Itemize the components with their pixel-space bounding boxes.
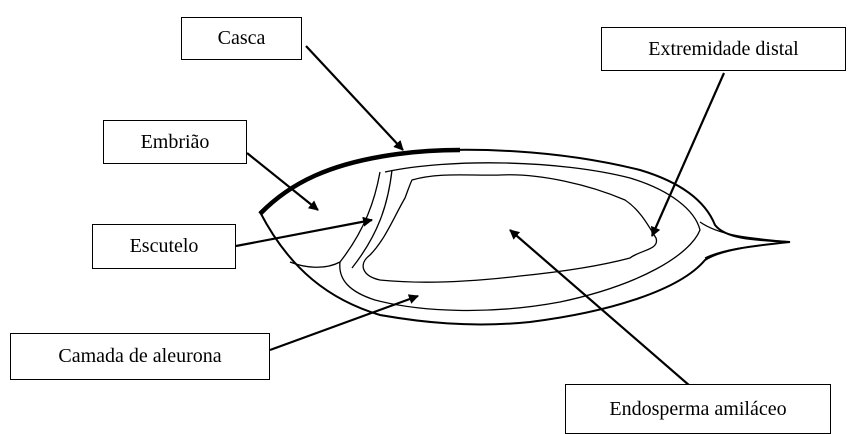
label-embriao: Embrião bbox=[103, 120, 247, 164]
label-extremidade-distal-text: Extremidade distal bbox=[648, 38, 799, 61]
endosperm-outline bbox=[363, 175, 656, 282]
arrow-escutelo bbox=[236, 220, 372, 246]
label-escutelo: Escutelo bbox=[92, 224, 236, 269]
aleurone-layer-outline bbox=[340, 163, 700, 311]
arrow-extremidade-distal bbox=[652, 73, 724, 236]
label-endosperma: Endosperma amiláceo bbox=[565, 384, 831, 434]
hull-thick-stroke bbox=[260, 150, 460, 214]
arrow-endosperma bbox=[510, 230, 690, 386]
arrow-camada-aleurona bbox=[270, 296, 418, 350]
arrow-casca bbox=[306, 46, 403, 150]
label-camada-aleurona: Camada de aleurona bbox=[10, 333, 270, 380]
label-camada-aleurona-text: Camada de aleurona bbox=[58, 345, 221, 368]
label-escutelo-text: Escutelo bbox=[130, 235, 199, 258]
distal-tail bbox=[700, 222, 790, 258]
scutellum-curve-outer bbox=[290, 172, 380, 267]
label-casca: Casca bbox=[181, 17, 302, 60]
label-endosperma-text: Endosperma amiláceo bbox=[609, 398, 786, 421]
label-casca-text: Casca bbox=[218, 27, 266, 50]
label-extremidade-distal: Extremidade distal bbox=[601, 27, 846, 71]
label-embriao-text: Embrião bbox=[141, 131, 210, 154]
